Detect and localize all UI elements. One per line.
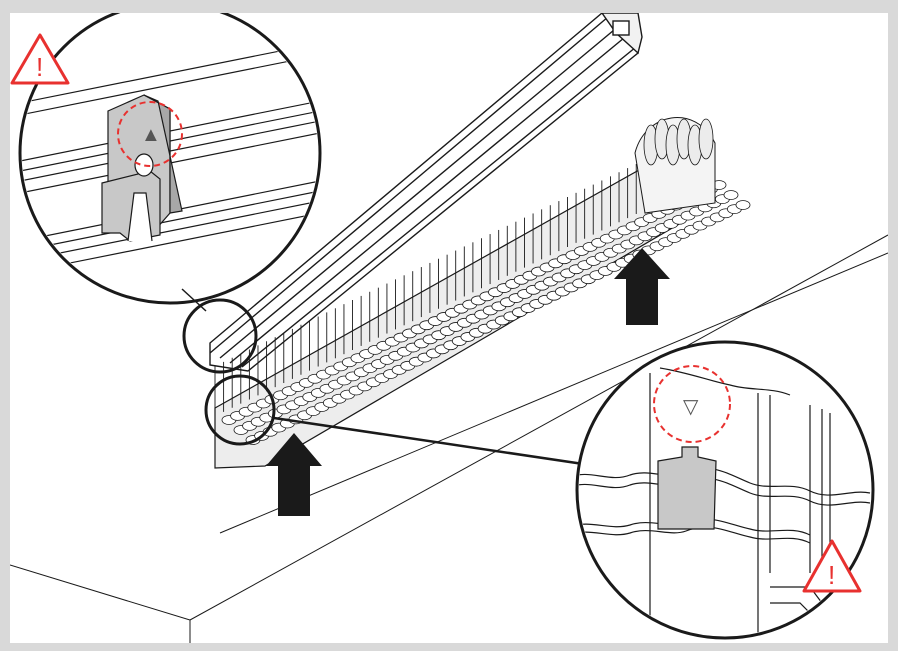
diagram-canvas: ▲ <box>10 13 888 643</box>
assembly-illustration: ▲ <box>10 13 888 643</box>
ceiling-surface <box>10 234 888 643</box>
warning-triangle-icon: ! <box>10 33 70 85</box>
diffuser-cell <box>735 200 751 210</box>
clip-detail-icon <box>101 94 183 242</box>
callout-circle-diffuser <box>204 374 591 467</box>
diffuser-end-tube <box>698 118 714 160</box>
warning-symbol: ! <box>828 560 835 590</box>
diffuser-marker-triangle: ▽ <box>683 396 699 418</box>
up-arrow-icon <box>614 248 670 325</box>
highlight-ring <box>653 365 731 443</box>
diffuser-body <box>214 117 751 469</box>
warning-triangle-icon: ! <box>802 539 862 593</box>
highlight-ring <box>117 101 183 167</box>
frame-tab <box>0 0 80 16</box>
callout-circle-housing <box>181 288 258 374</box>
diffuser-cell <box>723 190 739 200</box>
detail-circle-clip: ▲ <box>18 13 322 305</box>
luminaire-housing <box>209 13 643 372</box>
warning-symbol: ! <box>36 52 43 82</box>
up-arrow-icon <box>266 433 322 516</box>
clip-marker-triangle: ▲ <box>141 124 161 146</box>
detail-circle-diffuser: ▽ <box>575 340 875 640</box>
diffuser-detail-icon <box>657 446 717 530</box>
